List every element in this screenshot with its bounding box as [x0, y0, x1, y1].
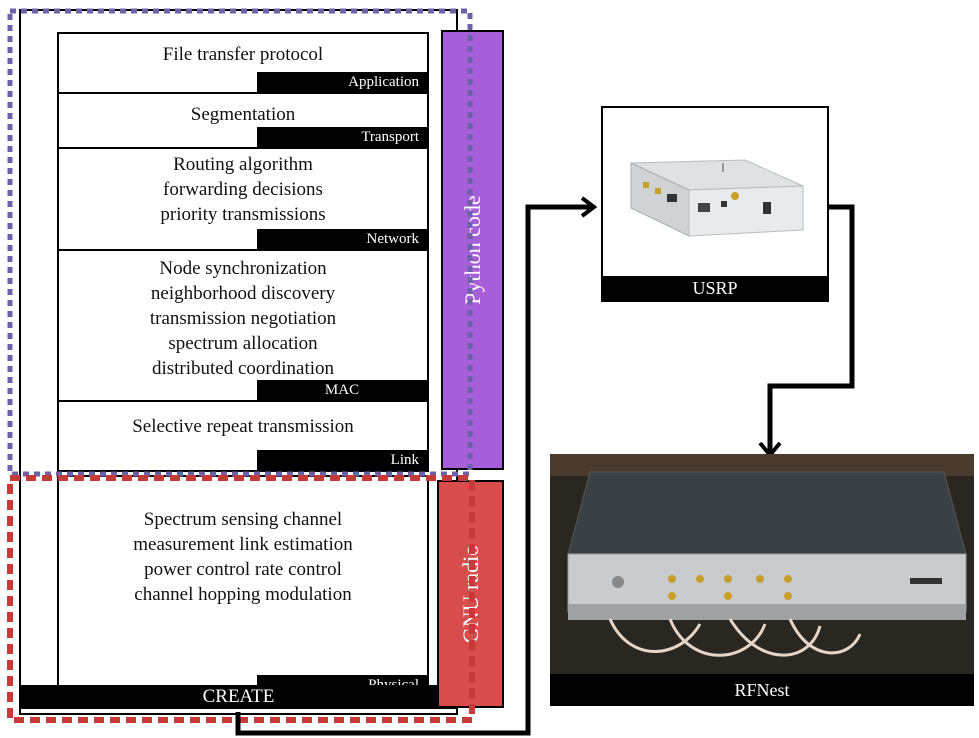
layer-line: Routing algorithm — [173, 154, 313, 175]
layer-line: transmission negotiation — [149, 308, 337, 329]
layer-line: power control rate control — [144, 559, 342, 580]
layer-link-tag: Link — [257, 450, 427, 470]
connector-usrp-to-rfnest — [767, 204, 855, 452]
layer-transport-tag: Transport — [257, 127, 427, 147]
usrp-label: USRP — [603, 276, 827, 300]
rfnest-frame: RFNest — [550, 454, 974, 706]
layer-line: File transfer protocol — [162, 44, 324, 65]
layer-line: distributed coordination — [151, 358, 335, 379]
layer-mac-text: Node synchronization neighborhood discov… — [59, 256, 427, 381]
layer-link: Selective repeat transmission Link — [57, 400, 429, 472]
layer-line: Spectrum sensing channel — [143, 509, 343, 530]
python-dotted-outline — [7, 8, 473, 477]
connector-create-to-usrp — [235, 204, 592, 736]
layer-line: spectrum allocation — [168, 333, 318, 354]
arrow-right-icon — [580, 196, 598, 218]
usrp-device-image — [630, 159, 804, 237]
rfnest-device-image — [550, 454, 974, 674]
layer-transport-text: Segmentation — [59, 102, 427, 127]
create-footer: CREATE — [19, 685, 458, 709]
rfnest-label: RFNest — [550, 674, 974, 706]
gnu-dashed-outline — [7, 475, 475, 723]
layer-line: forwarding decisions — [163, 179, 323, 200]
layer-network-text: Routing algorithm forwarding decisions p… — [59, 152, 427, 227]
layer-physical-text: Spectrum sensing channel measurement lin… — [59, 507, 427, 607]
layer-line: Node synchronization — [159, 258, 327, 279]
layer-network-tag: Network — [257, 229, 427, 249]
layer-network: Routing algorithm forwarding decisions p… — [57, 147, 429, 251]
layer-line: Segmentation — [190, 104, 296, 125]
layer-line: channel hopping modulation — [134, 584, 352, 605]
layer-mac: Node synchronization neighborhood discov… — [57, 249, 429, 402]
usrp-frame: USRP — [601, 106, 829, 302]
layer-mac-tag: MAC — [257, 380, 427, 400]
layer-application-text: File transfer protocol — [59, 42, 427, 67]
layer-link-text: Selective repeat transmission — [59, 414, 427, 439]
layer-line: measurement link estimation — [133, 534, 353, 555]
layer-line: neighborhood discovery — [150, 283, 336, 304]
layer-line: Selective repeat transmission — [132, 416, 354, 437]
layer-line: priority transmissions — [160, 204, 326, 225]
layer-transport: Segmentation Transport — [57, 92, 429, 149]
layer-application-tag: Application — [257, 72, 427, 92]
